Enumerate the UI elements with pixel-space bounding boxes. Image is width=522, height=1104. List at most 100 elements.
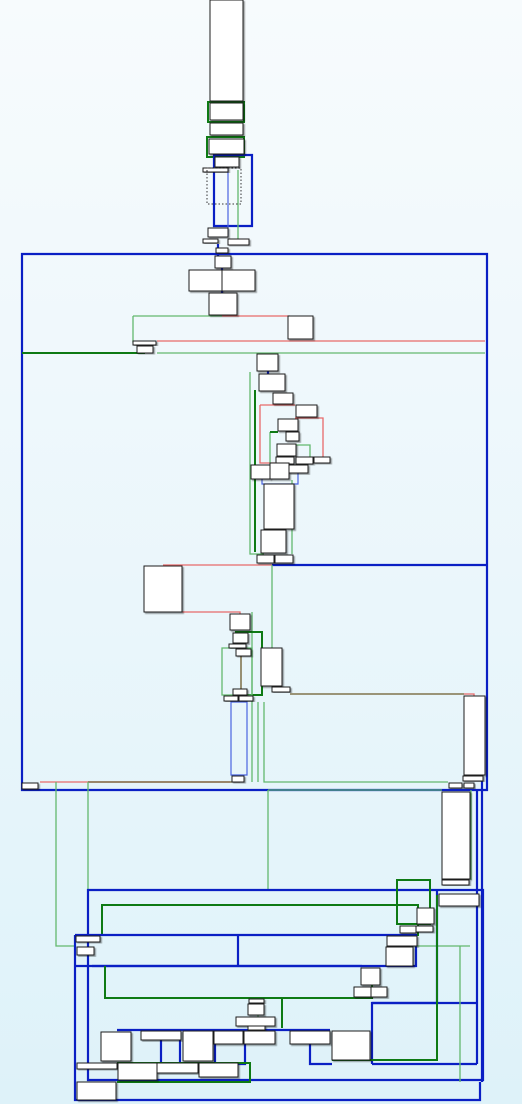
edge (230, 701, 248, 776)
graph-node[interactable] (463, 695, 486, 776)
graph-node[interactable] (258, 373, 286, 392)
graph-node[interactable] (277, 418, 299, 432)
graph-node[interactable] (229, 613, 251, 631)
graph-node[interactable] (385, 946, 414, 967)
graph-node[interactable] (438, 893, 480, 907)
graph-node[interactable] (238, 695, 254, 702)
graph-node[interactable] (353, 986, 372, 998)
graph-node[interactable] (75, 935, 101, 943)
edge (295, 417, 324, 458)
edge (55, 782, 76, 947)
graph-node[interactable] (188, 269, 223, 292)
graph-node[interactable] (76, 946, 95, 956)
edge (132, 316, 145, 343)
edge (206, 136, 245, 158)
edge (101, 904, 419, 936)
graph-node[interactable] (243, 1030, 276, 1045)
graph-node[interactable] (272, 392, 294, 405)
graph-node[interactable] (215, 247, 229, 254)
graph-node[interactable] (274, 554, 294, 564)
graph-node[interactable] (231, 775, 245, 783)
edge (75, 933, 418, 968)
graph-node[interactable] (232, 688, 248, 696)
graph-node[interactable] (285, 431, 300, 442)
edge (259, 405, 275, 464)
graph-node[interactable] (198, 1062, 239, 1078)
edge (159, 1040, 182, 1066)
graph-node[interactable] (228, 643, 247, 649)
graph-node[interactable] (441, 791, 471, 880)
edge (207, 101, 245, 123)
edge (73, 935, 482, 1102)
graph-node[interactable] (143, 565, 183, 613)
graph-node[interactable] (132, 340, 157, 346)
graph-node[interactable] (416, 907, 435, 925)
graph-node[interactable] (462, 775, 484, 782)
graph-node[interactable] (271, 686, 291, 693)
edge (249, 372, 264, 555)
edge (182, 611, 241, 614)
graph-node[interactable] (214, 255, 232, 269)
graph-node[interactable] (331, 1030, 371, 1061)
graph-node[interactable] (448, 782, 463, 789)
edge (308, 1040, 332, 1066)
graph-node[interactable] (223, 695, 239, 702)
graph-node[interactable] (209, 0, 244, 102)
graph-node[interactable] (209, 102, 244, 121)
edge (212, 153, 254, 228)
edges-layer (20, 101, 489, 1102)
graph-node[interactable] (386, 935, 418, 947)
graph-node[interactable] (208, 292, 238, 316)
graph-node[interactable] (441, 879, 470, 886)
graph-node[interactable] (287, 315, 314, 340)
graph-node[interactable] (256, 554, 275, 564)
graph-node[interactable] (214, 156, 240, 168)
graph-node[interactable] (227, 238, 250, 246)
graph-node[interactable] (276, 443, 297, 457)
graph-node[interactable] (288, 464, 309, 474)
graph-node[interactable] (289, 1030, 331, 1045)
graph-node[interactable] (202, 238, 219, 244)
graph-node[interactable] (76, 1062, 118, 1070)
graph-node[interactable] (399, 925, 417, 934)
graph-node[interactable] (156, 1062, 199, 1074)
graph-node[interactable] (263, 483, 295, 530)
graph-node[interactable] (260, 529, 287, 554)
graph-node[interactable] (76, 1081, 117, 1101)
edge (104, 966, 282, 999)
graph-node[interactable] (182, 1030, 214, 1062)
graph-node[interactable] (208, 138, 245, 155)
collapsed-group[interactable] (206, 167, 242, 205)
graph-node[interactable] (213, 1030, 244, 1045)
graph-node[interactable] (100, 1031, 132, 1062)
graph-node[interactable] (221, 269, 256, 292)
graph-node[interactable] (136, 345, 154, 354)
graph-node[interactable] (235, 648, 252, 657)
edge (86, 888, 485, 1082)
graph-node[interactable] (247, 1003, 265, 1016)
graph-node[interactable] (295, 456, 314, 465)
graph-node[interactable] (209, 122, 244, 136)
graph-node[interactable] (207, 227, 229, 238)
graph-node[interactable] (360, 967, 381, 986)
edge (20, 252, 489, 792)
nodes-layer (21, 0, 486, 1101)
graph-node[interactable] (247, 1025, 266, 1031)
graph-node[interactable] (269, 462, 290, 480)
graph-node[interactable] (117, 1062, 158, 1081)
graph-node[interactable] (232, 632, 249, 644)
edge (263, 702, 448, 783)
graph-node[interactable] (415, 925, 434, 933)
graph-node[interactable] (260, 647, 283, 687)
graph-node[interactable] (370, 986, 388, 998)
graph-node[interactable] (21, 782, 39, 790)
graph-node[interactable] (250, 464, 271, 480)
graph-node[interactable] (256, 353, 279, 372)
graph-node[interactable] (313, 456, 331, 464)
graph-node[interactable] (463, 782, 475, 789)
graph-node[interactable] (235, 1016, 276, 1027)
graph-node[interactable] (295, 404, 318, 418)
graph-node[interactable] (248, 998, 265, 1004)
graph-node[interactable] (140, 1030, 182, 1041)
